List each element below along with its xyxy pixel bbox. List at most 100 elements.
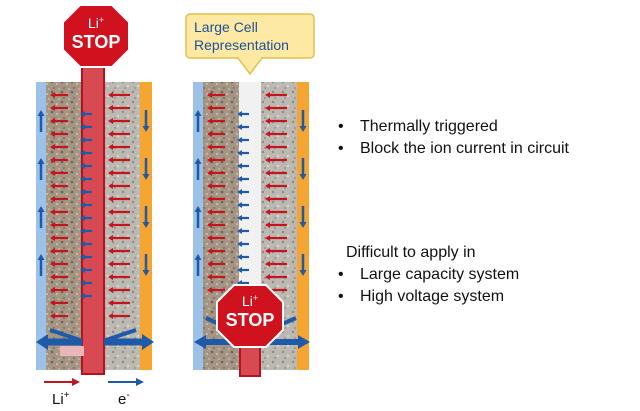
electron-dash-head [80,280,85,286]
ion-arrow-head [50,131,55,137]
ion-arrow-head [265,170,270,176]
ion-arrow-head [50,261,55,267]
ion-arrow-head [207,131,212,137]
ion-arrow-head [207,118,212,124]
electron-dash-head [80,189,85,195]
stop-sign-octagon [216,284,284,348]
stop-sign-label: STOP [226,310,275,330]
ion-arrow-head [207,222,212,228]
ion-arrow-head [207,105,212,111]
ion-arrow-head [50,157,55,163]
ion-arrow-head [108,261,113,267]
electron-dash-head [80,228,85,234]
limitations-heading: Difficult to apply in [346,244,476,261]
stop-sign-label: STOP [72,32,121,52]
left-electron-arrows [37,110,150,299]
ion-arrow-head [265,209,270,215]
ion-arrow-head [265,144,270,150]
electron-dash-head [237,111,242,117]
callout-line-1: Large Cell [194,19,258,35]
stop-sign-bottom: Li+ STOP [216,284,284,348]
stop-sign-ion-text: Li+ [88,15,104,31]
electron-dash-head [80,124,85,130]
electron-arrow-up-head [194,254,202,260]
ion-arrow-head [108,209,113,215]
limitation-item: Large capacity system [334,264,519,286]
electron-dash-head [80,137,85,143]
ion-arrow-head [50,222,55,228]
electron-dash-head [237,254,242,260]
ion-arrow-head [50,170,55,176]
ion-arrow-head [207,144,212,150]
right-electron-arrows [194,110,307,299]
electron-dash-head [80,111,85,117]
electron-arrow-down-head [142,222,150,228]
electron-dash-head [237,202,242,208]
ion-arrow-head [207,183,212,189]
ion-arrow-head [108,157,113,163]
feature-list: Thermally triggered Block the ion curren… [334,116,569,160]
ion-arrow-head [108,196,113,202]
electron-dash-head [237,176,242,182]
ion-arrow-head [108,105,113,111]
ion-arrow-head [207,248,212,254]
ion-arrow-head [108,131,113,137]
ion-arrow-head [265,248,270,254]
callout-line-2: Representation [194,37,289,53]
electron-dash-head [80,176,85,182]
electron-arrow-down-head [142,126,150,132]
limitation-item: High voltage system [334,286,519,308]
ion-arrow-head [265,261,270,267]
right-ion-arrows [207,92,287,293]
electron-arrow-down-head [299,222,307,228]
electron-arrow-down-head [142,270,150,276]
ion-arrow-head [207,274,212,280]
large-cell-callout: Large Cell Representation [185,13,315,76]
electron-arrow-up-head [37,206,45,212]
ion-arrow-head [265,157,270,163]
ion-arrow-head [108,274,113,280]
ion-arrow-head [207,287,212,293]
electron-dash-head [80,267,85,273]
electron-arrow-up-head [194,110,202,116]
electron-dash-head [237,241,242,247]
electron-dash-head [80,215,85,221]
ion-arrow-head [50,144,55,150]
ion-arrow-head [50,196,55,202]
ion-arrow-head [108,170,113,176]
ion-arrow-head [50,274,55,280]
electron-arrow-up-head [194,206,202,212]
electron-arrow-down-head [142,174,150,180]
electron-dash-head [237,150,242,156]
ion-arrow-head [265,274,270,280]
left-cell: Li+ STOP [36,4,154,375]
ion-arrow-head [265,131,270,137]
electron-dash-head [237,215,242,221]
legend: Li+ e- [44,378,144,408]
ion-arrow-head [108,235,113,241]
electron-arrow-up-head [37,110,45,116]
electron-dash-head [80,241,85,247]
ion-arrow-head [108,92,113,98]
ion-arrow-head [50,183,55,189]
electron-dash-head [237,189,242,195]
electron-arrow-down-head [299,126,307,132]
electron-dash-head [237,267,242,273]
ion-arrow-head [50,248,55,254]
ion-arrow-head [50,209,55,215]
electron-dash-head [237,228,242,234]
ion-arrow-head [50,105,55,111]
ion-arrow-head [265,183,270,189]
ion-arrow-head [207,196,212,202]
ion-arrow-head [265,235,270,241]
feature-item: Thermally triggered [334,116,569,138]
ion-arrow-head [108,313,113,319]
ion-arrow-head [265,222,270,228]
ion-arrow-head [108,300,113,306]
stop-sign-ion-text: Li+ [242,293,258,309]
ion-arrow-head [265,118,270,124]
ion-arrow-head [108,144,113,150]
electron-dash-head [80,150,85,156]
ion-arrow-head [50,287,55,293]
